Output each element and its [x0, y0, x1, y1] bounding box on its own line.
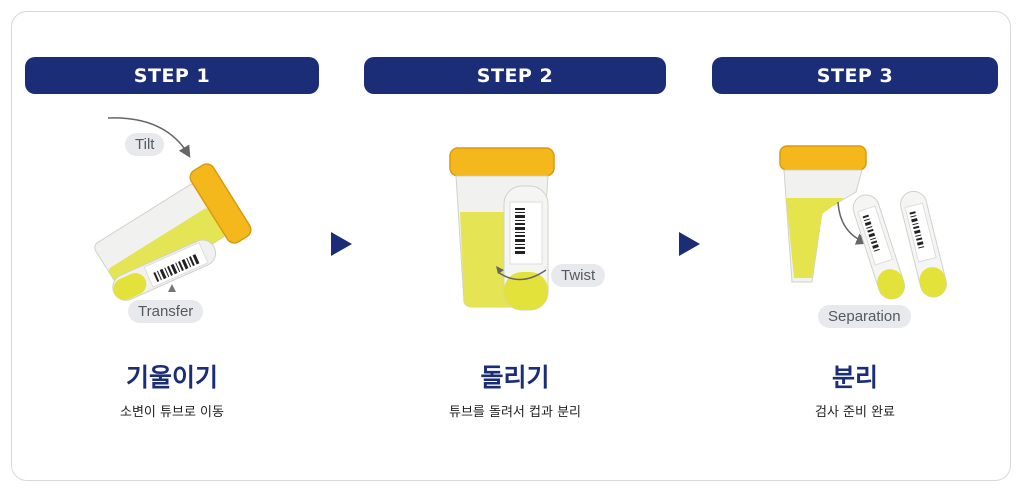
- up-arrow-icon: [168, 284, 176, 292]
- step-2-header: STEP 2: [364, 57, 666, 94]
- cup-cap: [189, 163, 252, 244]
- separation-label: Separation: [818, 305, 911, 328]
- cup-cap: [449, 147, 555, 177]
- tube-2-urine: [919, 267, 947, 297]
- step-1-header: STEP 1: [25, 57, 319, 94]
- tilt-label: Tilt: [125, 133, 165, 156]
- step-2-title: 돌리기: [480, 363, 550, 392]
- tube-urine: [113, 273, 147, 300]
- step-1-illustration: [94, 117, 252, 301]
- twist-label: Twist: [551, 264, 606, 287]
- step-2-illustration: [449, 147, 555, 311]
- step-2-subtitle: 튜브를 돌려서 컵과 분리: [449, 405, 581, 420]
- cup-cap: [779, 145, 867, 171]
- transfer-label: Transfer: [128, 300, 204, 323]
- step-3-title: 분리: [831, 363, 878, 392]
- step-3-header: STEP 3: [712, 57, 998, 94]
- cup-urine: [786, 198, 844, 278]
- separation-arrow-icon: [837, 201, 869, 245]
- step-3-subtitle: 검사 준비 완료: [814, 405, 896, 420]
- step-1-title: 기울이기: [125, 363, 218, 392]
- play-triangle-icon: [679, 232, 700, 256]
- tube-urine: [504, 272, 548, 310]
- tube-1-urine: [877, 269, 905, 299]
- play-triangle-icon: [331, 232, 352, 256]
- tube-barcode-label: [509, 201, 543, 265]
- twist-arrow-icon: [497, 269, 547, 281]
- tilt-arrow-icon: [107, 117, 191, 158]
- step-3-illustration: [779, 145, 947, 300]
- step-1-subtitle: 소변이 튜브로 이동: [120, 405, 224, 420]
